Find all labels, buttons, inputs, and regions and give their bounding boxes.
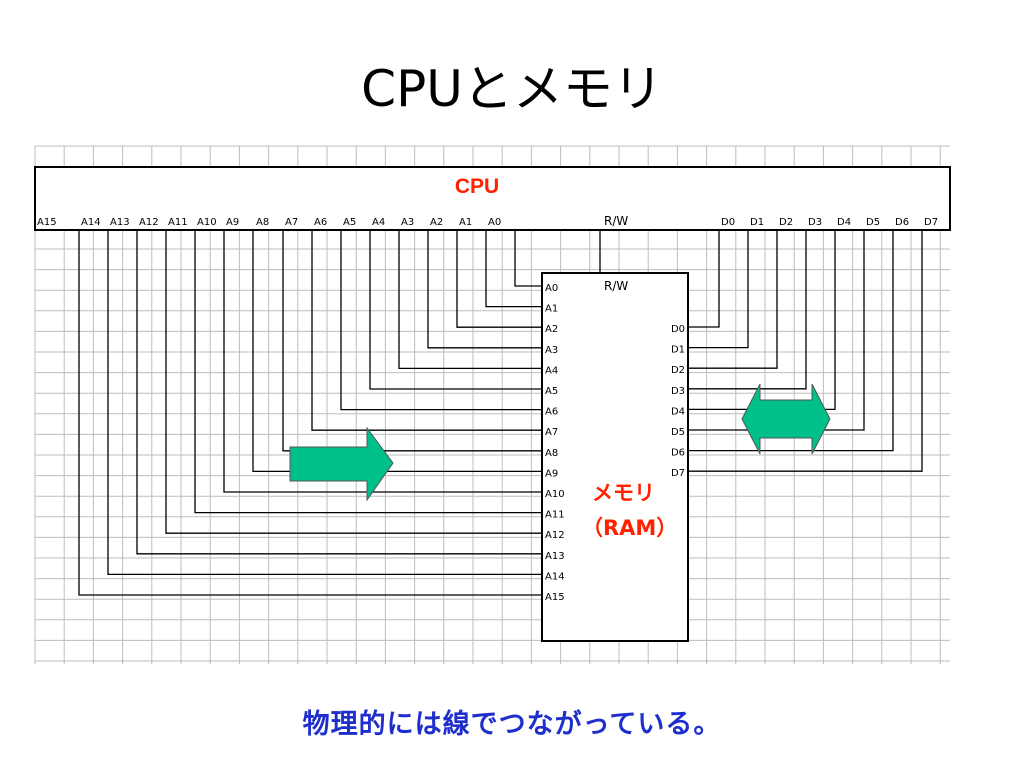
- cpu-pin-a15: A15: [37, 217, 57, 228]
- data-wire-d6: [688, 230, 894, 452]
- memory-pin-a3: A3: [545, 345, 558, 356]
- address-wire-a5: [369, 230, 542, 390]
- cpu-pin-a2: A2: [430, 217, 443, 228]
- cpu-label: CPU: [455, 175, 499, 198]
- memory-pin-a14: A14: [545, 571, 565, 582]
- memory-pin-a5: A5: [545, 386, 558, 397]
- cpu-pin-d4: D4: [837, 217, 851, 228]
- cpu-pin-a5: A5: [343, 217, 356, 228]
- memory-pin-a0: A0: [545, 283, 558, 294]
- cpu-pin-d6: D6: [895, 217, 909, 228]
- memory-pin-a1: A1: [545, 304, 558, 315]
- address-wire-a6: [340, 230, 542, 411]
- cpu-pin-d3: D3: [808, 217, 822, 228]
- memory-pin-a2: A2: [545, 324, 558, 335]
- cpu-pin-a13: A13: [110, 217, 130, 228]
- memory-pin-a7: A7: [545, 427, 558, 438]
- address-wire-a13: [136, 230, 542, 555]
- memory-pin-d2: D2: [671, 365, 685, 376]
- data-wire-d7: [688, 230, 923, 472]
- address-wire-a14: [107, 230, 542, 576]
- cpu-pin-d2: D2: [779, 217, 793, 228]
- slide-title: CPUとメモリ: [361, 60, 663, 118]
- right-arrow-icon: [289, 426, 394, 502]
- address-wire-a11: [194, 230, 542, 514]
- address-wire-a8: [282, 230, 542, 452]
- memory-pin-a6: A6: [545, 407, 558, 418]
- data-wire-d5: [688, 230, 865, 431]
- cpu-rw-label: R/W: [604, 214, 628, 228]
- cpu-pin-d1: D1: [750, 217, 764, 228]
- memory-box: [541, 272, 689, 642]
- address-wire-a7: [311, 230, 542, 431]
- address-wire-a1: [485, 230, 542, 308]
- cpu-pin-a0: A0: [488, 217, 501, 228]
- cpu-pin-a12: A12: [139, 217, 159, 228]
- memory-pin-d0: D0: [671, 324, 685, 335]
- memory-pin-a12: A12: [545, 530, 565, 541]
- memory-pin-a4: A4: [545, 365, 558, 376]
- data-wire-d4: [688, 230, 836, 411]
- memory-pin-d1: D1: [671, 345, 685, 356]
- cpu-pin-a14: A14: [81, 217, 101, 228]
- cpu-box: [34, 166, 951, 231]
- memory-pin-d4: D4: [671, 406, 685, 417]
- cpu-pin-a4: A4: [372, 217, 385, 228]
- memory-pin-d5: D5: [671, 427, 685, 438]
- address-wire-a0: [514, 230, 542, 287]
- memory-pin-a15: A15: [545, 592, 565, 603]
- address-wire-a4: [398, 230, 542, 370]
- address-wire-a12: [165, 230, 542, 534]
- cpu-pin-a3: A3: [401, 217, 414, 228]
- address-wire-a3: [427, 230, 542, 349]
- memory-pin-a11: A11: [545, 510, 565, 521]
- memory-pin-a13: A13: [545, 551, 565, 562]
- data-wire-d2: [688, 230, 778, 369]
- cpu-pin-d7: D7: [924, 217, 938, 228]
- memory-label: メモリ: [592, 481, 655, 505]
- cpu-pin-a8: A8: [256, 217, 269, 228]
- cpu-pin-a10: A10: [197, 217, 217, 228]
- address-wire-a9: [252, 230, 542, 473]
- cpu-pin-labels: A15 A14 A13 A12 A11 A10 A9 A8 A7 A6 A5 A4 A3 A2 A1 A0 D0…: [37, 217, 938, 228]
- memory-pin-a8: A8: [545, 448, 558, 459]
- cpu-pin-a7: A7: [285, 217, 298, 228]
- address-wire-a2: [456, 230, 542, 328]
- memory-label-ram: （RAM）: [582, 516, 677, 540]
- memory-rw-label: R/W: [604, 279, 628, 293]
- cpu-pin-d5: D5: [866, 217, 880, 228]
- caption: 物理的には線でつながっている。: [302, 709, 722, 740]
- data-wire-d1: [688, 230, 749, 349]
- memory-pin-a10: A10: [545, 489, 565, 500]
- double-arrow-icon: [741, 383, 831, 455]
- address-wire-a15: [78, 230, 542, 596]
- address-wire-a10: [223, 230, 542, 493]
- data-wire-d0: [688, 230, 720, 328]
- memory-pin-d6: D6: [671, 448, 685, 459]
- data-wire-d3: [688, 230, 807, 390]
- cpu-pin-d0: D0: [721, 217, 735, 228]
- memory-pin-d3: D3: [671, 386, 685, 397]
- cpu-pin-a11: A11: [168, 217, 188, 228]
- memory-pin-d7: D7: [671, 468, 685, 479]
- cpu-pin-a9: A9: [226, 217, 239, 228]
- memory-pin-a9: A9: [545, 468, 558, 479]
- cpu-pin-a1: A1: [459, 217, 472, 228]
- cpu-pin-a6: A6: [314, 217, 327, 228]
- bus-wires: [78, 230, 923, 596]
